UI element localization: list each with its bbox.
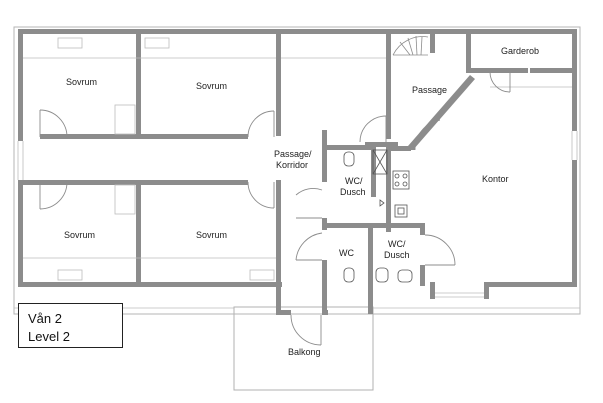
room-label-wc-dusch-lower-2: Dusch: [384, 250, 410, 260]
room-label-passage: Passage: [412, 85, 447, 95]
room-label-wc: WC: [339, 248, 354, 258]
balcony: [233, 306, 374, 391]
room-label-sovrum-1: Sovrum: [66, 77, 97, 87]
room-label-sovrum-4: Sovrum: [196, 230, 227, 240]
room-label-kontor: Kontor: [482, 174, 509, 184]
room-label-passage-korridor-1: Passage/: [274, 149, 312, 159]
room-label-passage-korridor-2: Korridor: [276, 160, 308, 170]
stair: [392, 35, 429, 56]
floor-label-swedish: Vån 2: [28, 311, 62, 326]
outer-outline: [13, 26, 581, 315]
room-label-sovrum-3: Sovrum: [64, 230, 95, 240]
fixtures: [343, 149, 413, 283]
doors: [39, 71, 511, 346]
room-label-sovrum-2: Sovrum: [196, 81, 227, 91]
floor-label-english: Level 2: [28, 329, 70, 344]
thin-lines: [14, 37, 580, 309]
floor-level-legend: Vån 2 Level 2: [18, 303, 123, 348]
room-label-balkong: Balkong: [288, 347, 321, 357]
room-label-garderob: Garderob: [501, 46, 539, 56]
room-label-wc-dusch-upper-1: WC/: [345, 176, 363, 186]
walls: [18, 29, 577, 315]
room-label-wc-dusch-lower-1: WC/: [388, 239, 406, 249]
room-label-wc-dusch-upper-2: Dusch: [340, 187, 366, 197]
